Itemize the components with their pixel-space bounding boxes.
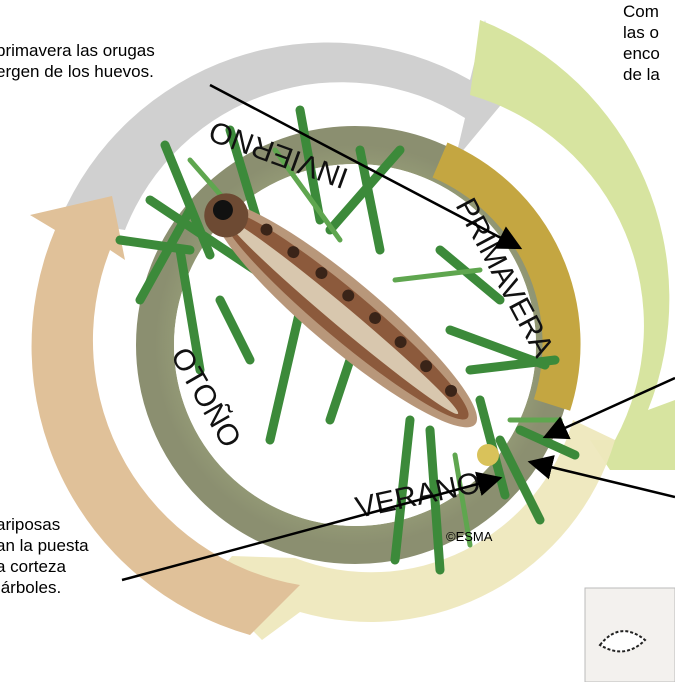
caption-hatching: primavera las orugas ergen de los huevos… xyxy=(0,40,155,82)
caption-feeding: Com las o enco de la xyxy=(623,1,660,85)
copyright-notice: ©ESMA xyxy=(446,529,492,544)
egg-cluster xyxy=(477,444,499,466)
caption-egg-laying: ariposas an la puesta a corteza árboles. xyxy=(0,514,89,598)
